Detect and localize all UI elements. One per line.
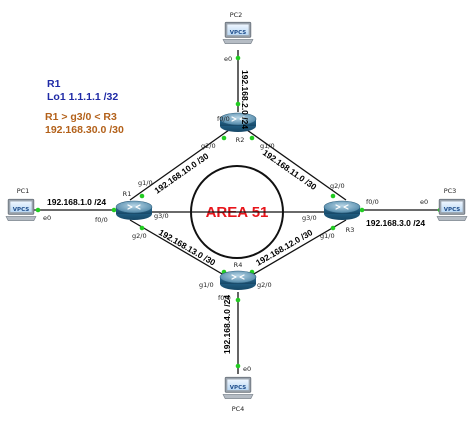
pc1[interactable]: VPCS PC1: [5, 187, 37, 222]
pc3-label: PC3: [444, 187, 457, 195]
link-r2-r3: [246, 129, 347, 201]
net-r3-r4-label: 192.168.12.0 /30: [254, 227, 314, 268]
pc3[interactable]: VPCS PC3: [436, 187, 468, 222]
note-network: 192.168.30.0 /30: [45, 124, 124, 136]
r1-f00-label: f0/0: [95, 216, 108, 224]
router-r2-label: R2: [236, 136, 245, 144]
r4-g20-label: g2/0: [257, 281, 272, 289]
r4-f00-label: f0/0: [218, 294, 231, 302]
r3-g30-label: g3/0: [302, 214, 317, 222]
router-r3[interactable]: R3: [323, 200, 361, 234]
endpoint-dots: [35, 55, 443, 369]
net-r1-r2-label: 192.168.10.0 /30: [152, 151, 210, 196]
pc1-label: PC1: [17, 187, 30, 195]
router-r1-label: R1: [123, 190, 132, 198]
link-r1-r2: [129, 129, 230, 201]
pc4-e0-label: e0: [243, 365, 251, 373]
pc2[interactable]: VPCS PC2: [222, 11, 254, 45]
note-path: R1 > g3/0 < R3: [45, 111, 117, 123]
notes: R1 Lo1 1.1.1.1 /32 R1 > g3/0 < R3 192.16…: [45, 78, 124, 136]
pc2-screen-text: VPCS: [230, 30, 246, 36]
pc4[interactable]: VPCS PC4: [222, 376, 254, 413]
link-r3-r4: [246, 219, 347, 279]
net-pc1-r1-label: 192.168.1.0 /24: [47, 197, 106, 207]
router-r4-icon[interactable]: [219, 270, 257, 291]
pc2-label: PC2: [230, 11, 243, 19]
router-r4-label: R4: [234, 261, 243, 269]
pc3-e0-label: e0: [420, 198, 428, 206]
router-r4[interactable]: R4: [219, 261, 257, 291]
r2-g20-label: g2/0: [201, 142, 216, 150]
r2-f00-label: f0/0: [217, 115, 230, 123]
interface-labels: e0 f0/0 g2/0 g1/0 e0 f0/0 g1/0 g3/0 g2/0…: [43, 55, 428, 373]
pc1-e0-label: e0: [43, 214, 51, 222]
r3-g20-label: g2/0: [330, 182, 345, 190]
net-pc4-r4-label: 192.168.4.0 /24: [222, 295, 232, 354]
note-loopback: Lo1 1.1.1.1 /32: [47, 91, 118, 103]
router-r1-icon[interactable]: [115, 200, 153, 221]
pc3-screen-text: VPCS: [444, 207, 460, 213]
r1-g30-label: g3/0: [154, 212, 169, 220]
net-r2-r3-label: 192.168.11.0 /30: [261, 147, 319, 192]
links: [30, 50, 447, 374]
note-router-name: R1: [47, 78, 61, 90]
link-r1-r4: [129, 219, 230, 279]
r3-f00-label: f0/0: [366, 198, 379, 206]
net-pc3-r3-label: 192.168.3.0 /24: [366, 218, 425, 228]
router-r3-icon[interactable]: [323, 200, 361, 221]
pc4-screen-text: VPCS: [230, 385, 246, 391]
router-r1[interactable]: R1: [115, 190, 153, 221]
router-r3-label: R3: [346, 226, 355, 234]
r1-g20-label: g2/0: [132, 232, 147, 240]
pc1-screen-text: VPCS: [13, 207, 29, 213]
pc2-e0-label: e0: [224, 55, 232, 63]
net-pc2-r2-label: 192.168.2.0 /24: [240, 70, 250, 129]
r1-g10-label: g1/0: [138, 179, 153, 187]
r2-g10-label: g1/0: [260, 142, 275, 150]
router-r2[interactable]: R2: [219, 112, 257, 144]
pc4-label: PC4: [232, 405, 245, 413]
r3-g10-label: g1/0: [320, 232, 335, 240]
r4-g10-label: g1/0: [199, 281, 214, 289]
